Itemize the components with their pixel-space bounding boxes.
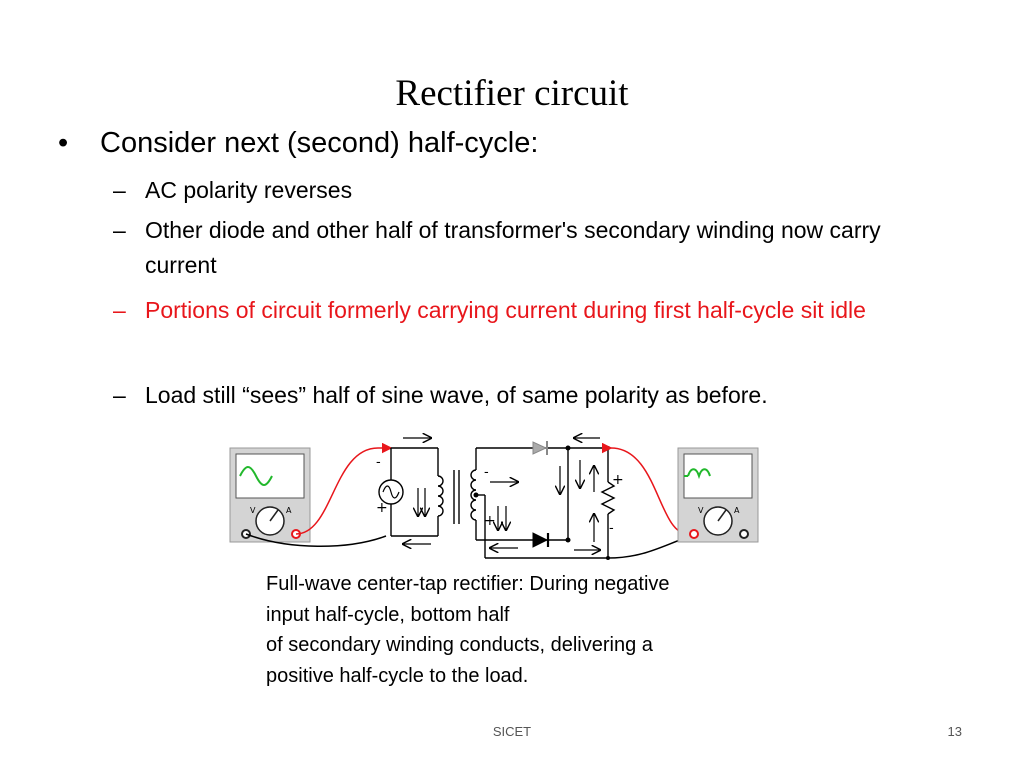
load-resistor: + - xyxy=(565,445,624,560)
svg-text:+: + xyxy=(612,472,624,488)
slide-title: Rectifier circuit xyxy=(395,73,629,114)
scope-screen xyxy=(683,453,753,499)
main-bullet-text: Consider next (second) half-cycle: xyxy=(100,127,539,159)
svg-text:-: - xyxy=(376,455,381,470)
scope-screen xyxy=(235,453,305,499)
svg-text:V: V xyxy=(250,506,256,515)
svg-text:+: + xyxy=(484,513,496,529)
sub-bullet-dash: – xyxy=(113,382,126,408)
footer-label: SICET xyxy=(492,724,532,739)
right-oscilloscope: V A xyxy=(677,447,759,543)
sub-bullet-text: Load still “sees” half of sine wave, of … xyxy=(145,382,768,408)
sub-bullet-text: AC polarity reverses xyxy=(145,177,353,203)
svg-text:A: A xyxy=(286,506,292,515)
secondary-winding: - + xyxy=(470,447,608,559)
top-diode xyxy=(532,441,568,455)
svg-text:+: + xyxy=(376,500,388,516)
rectifier-circuit-diagram: V A - + - + xyxy=(229,430,759,560)
page-number: 13 xyxy=(947,724,962,739)
rectified-trace xyxy=(687,468,711,480)
sub-bullet-text: Other diode and other half of transforme… xyxy=(145,217,881,278)
caption-line: input half-cycle, bottom half xyxy=(266,603,510,626)
sub-bullet-text: Portions of circuit formerly carrying cu… xyxy=(145,297,866,323)
resistor-icon xyxy=(600,481,616,515)
left-probe-black-lead xyxy=(245,533,387,547)
caption-line: Full-wave center-tap rectifier: During n… xyxy=(266,573,670,595)
figure-caption: Full-wave center-tap rectifier: During n… xyxy=(266,569,786,691)
svg-text:A: A xyxy=(734,506,740,515)
svg-text:V: V xyxy=(698,506,704,515)
secondary-coil xyxy=(470,469,477,521)
left-probe-red-lead xyxy=(295,442,393,535)
bottom-diode xyxy=(532,532,568,548)
svg-text:-: - xyxy=(609,521,614,536)
caption-line: positive half-cycle to the load. xyxy=(266,664,529,687)
primary-coil xyxy=(437,475,444,517)
caption-line: of secondary winding conducts, deliverin… xyxy=(266,634,653,656)
svg-text:-: - xyxy=(484,465,489,480)
ac-source-primary: - + xyxy=(376,447,460,537)
bullet-dot: • xyxy=(58,127,69,159)
right-probe-red-lead xyxy=(601,442,689,535)
sub-bullet-dash: – xyxy=(113,177,126,203)
left-oscilloscope: V A xyxy=(229,447,311,543)
sine-trace xyxy=(239,466,273,486)
probe-jack-red xyxy=(689,529,699,539)
sub-bullet-dash: – xyxy=(113,297,126,323)
probe-jack-black xyxy=(739,529,749,539)
sub-bullet-dash: – xyxy=(113,217,126,243)
